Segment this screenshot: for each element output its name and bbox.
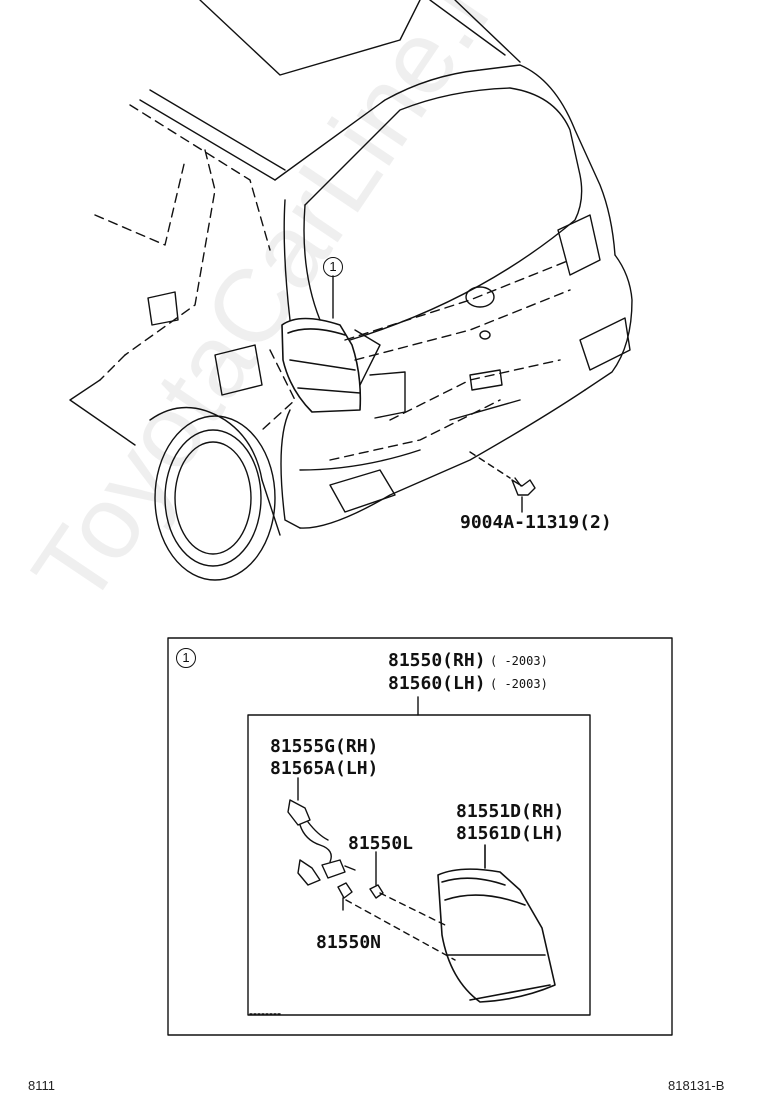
- rear-window: [303, 87, 583, 341]
- footer-right-code: 818131-B: [668, 1078, 725, 1093]
- bolt-part-label: 9004A-11319(2): [460, 512, 612, 533]
- socket-rh-label: 81555G(RH): [270, 736, 379, 757]
- lens-rh-label: 81551D(RH): [456, 801, 565, 822]
- detail-inner-frame: [247, 714, 591, 1016]
- callout-marker-box: 1: [176, 648, 196, 668]
- bulb-l-label: 81550L: [348, 833, 414, 854]
- body-details: [147, 214, 631, 513]
- bulb-icons: [337, 851, 384, 911]
- assembly-lh-date: ( -2003): [490, 677, 548, 691]
- detail-frame: [167, 637, 673, 1036]
- footer-left-code: 8111: [28, 1078, 55, 1093]
- bulb-n-label: 81550N: [316, 932, 382, 953]
- car-body: [69, 64, 633, 536]
- assembly-rh-date: ( -2003): [490, 654, 548, 668]
- socket-lh-label: 81565A(LH): [270, 758, 379, 779]
- assembly-rh-label: 81550(RH): [388, 650, 486, 671]
- assembly-lh-label: 81560(LH): [388, 673, 486, 694]
- lens-icon: [437, 844, 556, 1003]
- bolt-icon: [469, 451, 536, 513]
- callout-marker-top: 1: [323, 257, 343, 277]
- alignment-lines: [345, 892, 456, 961]
- car-roof: [139, 0, 521, 181]
- side-windows: [94, 104, 571, 461]
- socket-wire: [287, 777, 356, 886]
- lens-lh-label: 81561D(LH): [456, 823, 565, 844]
- rear-wheel: [154, 415, 276, 581]
- rear-combination-lamp: [281, 317, 362, 413]
